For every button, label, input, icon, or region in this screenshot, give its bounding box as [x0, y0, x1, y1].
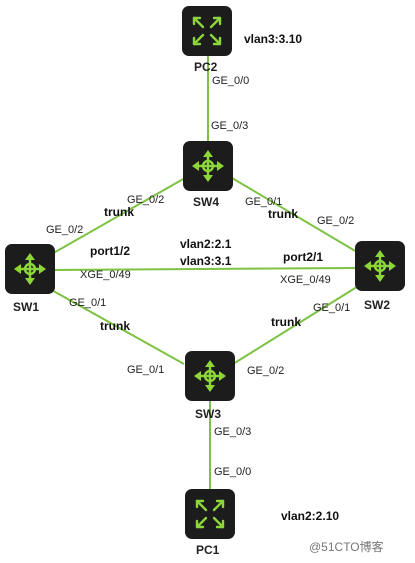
node-label-pc2: PC2 [194, 60, 218, 74]
port-sw3-ge03: GE_0/3 [214, 426, 251, 438]
node-label-sw4: SW4 [193, 195, 219, 209]
port-sw3-ge02: GE_0/2 [247, 365, 284, 377]
link-sw4-sw2 [231, 177, 358, 253]
link-sw2-sw3 [232, 284, 361, 365]
node-label-sw2: SW2 [364, 298, 390, 312]
port-sw4-ge01: GE_0/1 [245, 196, 282, 208]
port-sw4-ge02: GE_0/2 [127, 194, 164, 206]
trunk-label-sw1-sw3: trunk [100, 319, 130, 333]
links [47, 56, 361, 490]
node-label-pc1: PC1 [196, 543, 220, 557]
trunk-label-sw1-sw4: trunk [104, 205, 134, 219]
center-vlan3-address: vlan3:3.1 [180, 254, 232, 268]
port-sw1-ge01: GE_0/1 [69, 297, 106, 309]
port-sw1-ge02: GE_0/2 [46, 224, 83, 236]
node-pc2[interactable]: PC2 [182, 6, 232, 74]
node-label-sw3: SW3 [195, 407, 221, 421]
link-sw4-sw1 [49, 177, 186, 256]
node-sw3[interactable]: SW3 [185, 351, 235, 421]
port-label-sw1: port1/2 [90, 244, 130, 258]
node-label-sw1: SW1 [13, 300, 39, 314]
center-vlan2-address: vlan2:2.1 [180, 237, 232, 251]
pc2-address: vlan3:3.10 [244, 32, 302, 46]
node-sw4[interactable]: SW4 [183, 141, 233, 209]
port-sw2-xge049: XGE_0/49 [280, 274, 331, 286]
link-sw1-sw2 [51, 267, 357, 271]
port-pc2-ge00: GE_0/0 [212, 75, 249, 87]
port-sw3-ge01: GE_0/1 [127, 364, 164, 376]
port-sw2-ge01: GE_0/1 [313, 302, 350, 314]
port-sw4-ge03: GE_0/3 [211, 120, 248, 132]
pc1-address: vlan2:2.10 [281, 509, 339, 523]
link-sw1-sw3 [47, 287, 185, 365]
node-sw1[interactable]: SW1 [5, 244, 55, 314]
port-pc1-ge00: GE_0/0 [214, 466, 251, 478]
port-sw1-xge049: XGE_0/49 [80, 269, 131, 281]
node-sw2[interactable]: SW2 [355, 241, 405, 312]
trunk-label-sw2-sw3: trunk [271, 315, 301, 329]
trunk-label-sw4-sw2: trunk [268, 207, 298, 221]
node-pc1[interactable]: PC1 [185, 489, 235, 557]
port-label-sw2: port2/1 [283, 250, 323, 264]
port-sw2-ge02: GE_0/2 [317, 215, 354, 227]
watermark: @51CTO博客 [309, 539, 384, 554]
